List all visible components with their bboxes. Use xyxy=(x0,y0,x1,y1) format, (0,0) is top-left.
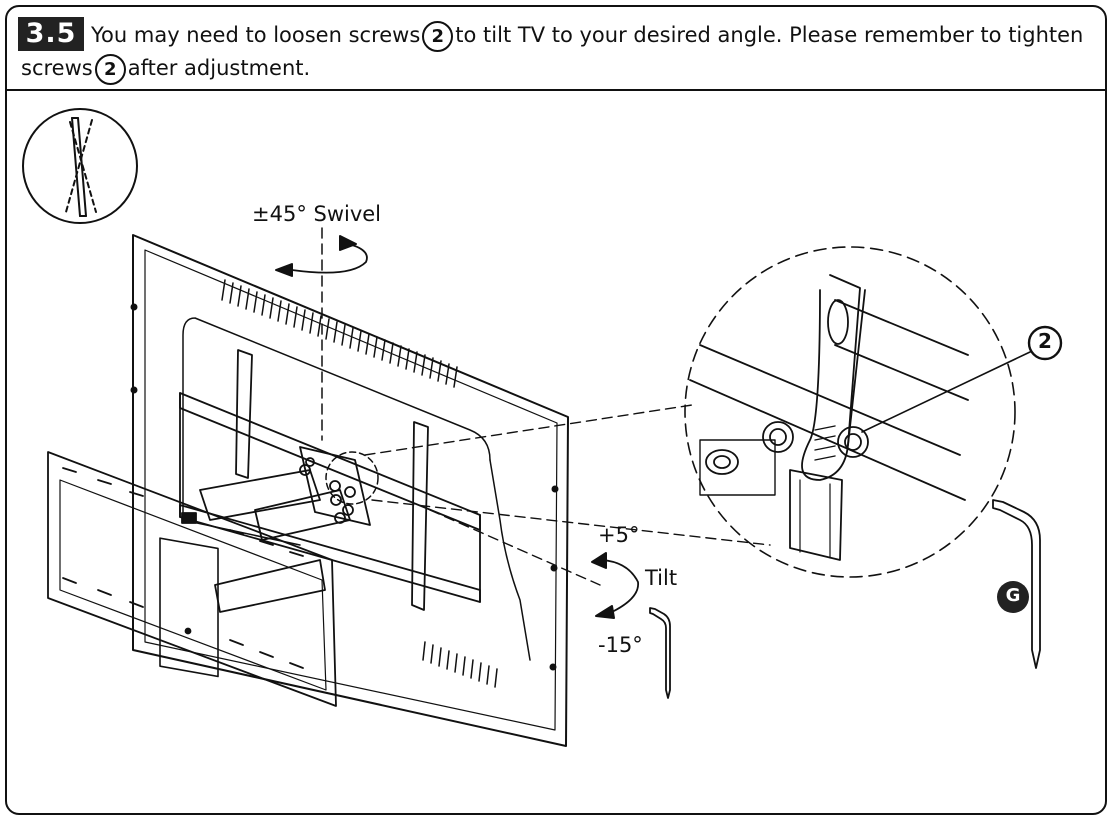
instruction-text-2: to tilt TV to your desired angle. Please… xyxy=(21,23,1084,80)
tv-back xyxy=(130,234,569,747)
tv-brackets xyxy=(179,349,481,611)
hex-key-large xyxy=(992,499,1041,669)
tool-g-label: G xyxy=(1005,585,1021,606)
wall-plate xyxy=(47,451,337,707)
swivel-indicator xyxy=(275,227,368,441)
instruction-text-3: after adjustment. xyxy=(127,56,311,80)
step-number-badge: 3.5 xyxy=(18,17,84,51)
tilt-down-label: -15° xyxy=(598,633,643,657)
tilt-label: Tilt xyxy=(645,566,678,590)
vent-slots-top xyxy=(221,279,458,388)
hex-key-small xyxy=(649,607,671,699)
callout-ref-label: 2 xyxy=(1038,329,1052,353)
swivel-label: ±45° Swivel xyxy=(252,202,382,226)
screw-ref-icon: 2 xyxy=(422,20,454,52)
tilt-indicator xyxy=(429,509,639,619)
detail-zoom xyxy=(325,246,1016,578)
instruction-text-1: You may need to loosen screws xyxy=(91,23,421,47)
vent-slots-bottom xyxy=(422,641,498,688)
side-view-inset xyxy=(22,108,138,224)
callout-leader xyxy=(861,351,1031,433)
screw-ref-icon-2: 2 xyxy=(94,53,126,85)
tool-g-icon xyxy=(997,581,1029,613)
tilt-up-label: +5° xyxy=(598,523,640,547)
callout-ref-icon xyxy=(1027,325,1063,361)
detail-view xyxy=(689,274,969,561)
